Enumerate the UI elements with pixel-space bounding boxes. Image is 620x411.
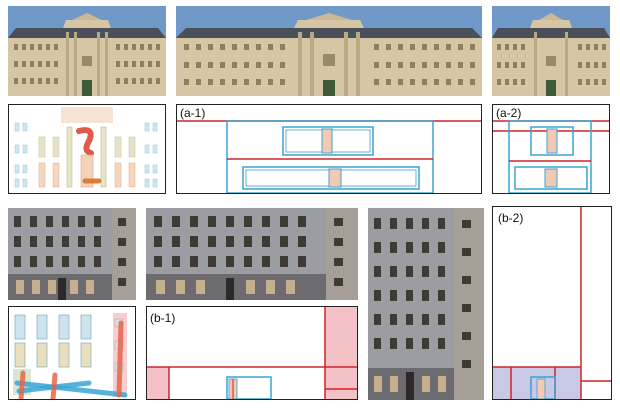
diagram-label-b1: (b-1) — [150, 311, 176, 325]
facade-a-layout-sketch — [8, 104, 166, 194]
diagram-b1: (b-1) — [146, 306, 358, 400]
diagram-b2: (b-2) — [492, 206, 612, 400]
diagram-label-a1: (a-1) — [180, 106, 206, 120]
facade-b-photo-3 — [368, 208, 484, 400]
facade-b-layout-sketch — [8, 306, 136, 400]
facade-a-photo-1 — [8, 6, 166, 96]
facade-a-photo-2 — [176, 6, 482, 96]
diagram-label-a2: (a-2) — [496, 106, 522, 120]
facade-b-photo-2 — [146, 208, 358, 300]
facade-a-photo-3 — [492, 6, 610, 96]
diagram-label-b2: (b-2) — [498, 211, 524, 225]
diagram-a2: (a-2) — [492, 104, 610, 194]
facade-b-photo-1 — [8, 208, 136, 300]
diagram-a1: (a-1) — [176, 104, 482, 194]
